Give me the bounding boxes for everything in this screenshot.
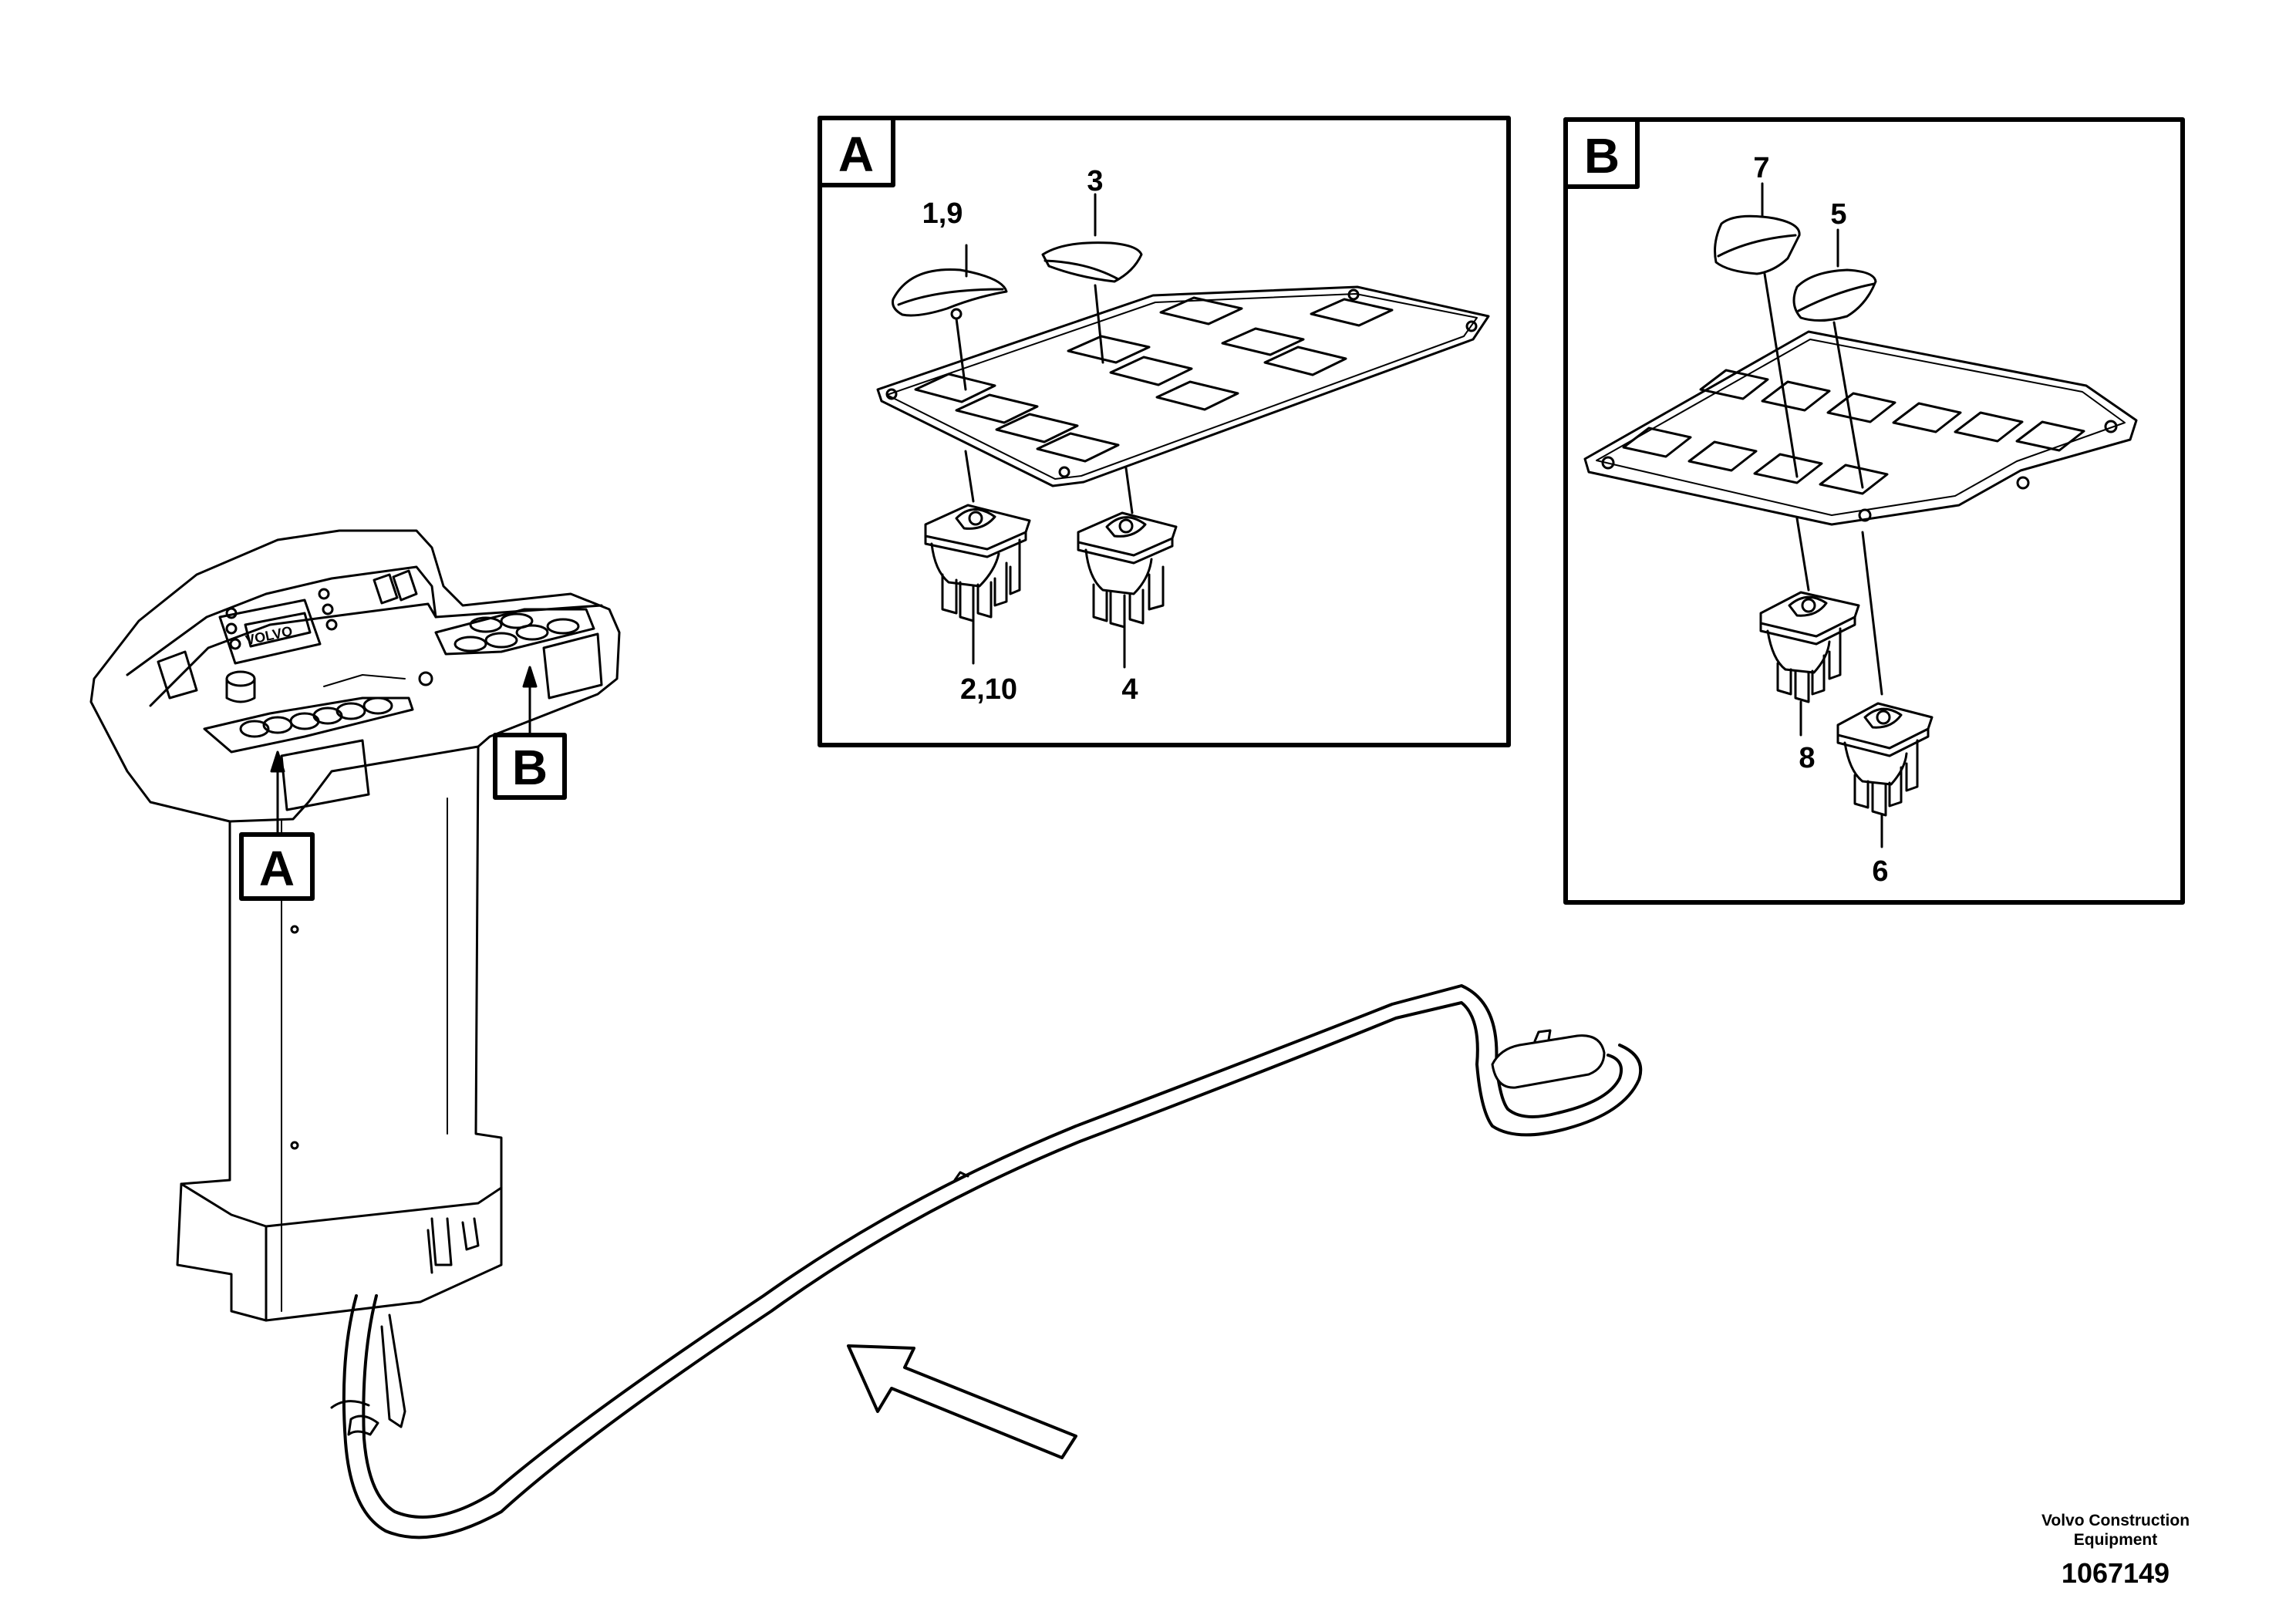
callout-6: 6 bbox=[1872, 855, 1888, 888]
detail-b-letter: B bbox=[1584, 128, 1620, 184]
callout-8: 8 bbox=[1799, 742, 1815, 774]
svg-text:A: A bbox=[259, 841, 295, 896]
console-marker-a: A bbox=[239, 750, 315, 901]
control-console: VOLVO bbox=[89, 529, 621, 1322]
svg-text:B: B bbox=[512, 740, 548, 795]
company-name-line2: Equipment bbox=[2074, 1531, 2158, 1549]
detail-a-panel: A bbox=[818, 116, 1511, 747]
company-name-line1: Volvo Construction bbox=[2041, 1512, 2190, 1529]
callout-1-9: 1,9 bbox=[922, 197, 963, 230]
callout-5: 5 bbox=[1830, 198, 1846, 231]
detail-a-letter: A bbox=[838, 126, 874, 182]
callout-7: 7 bbox=[1753, 152, 1769, 184]
detail-b-panel: B bbox=[1563, 117, 2185, 905]
console-marker-b: B bbox=[493, 666, 567, 800]
footer-block: Volvo Construction Equipment 1067149 bbox=[2041, 1512, 2190, 1589]
rocker-switch-6 bbox=[1836, 702, 1934, 848]
switch-plate-a bbox=[876, 285, 1490, 487]
rocker-switch-4 bbox=[1077, 511, 1178, 669]
rocker-cap-1-9 bbox=[892, 268, 1008, 320]
callout-2-10: 2,10 bbox=[960, 673, 1017, 706]
drawing-number: 1067149 bbox=[2062, 1557, 2170, 1589]
cable-harness bbox=[330, 984, 1643, 1539]
callout-4: 4 bbox=[1121, 673, 1138, 706]
callout-3: 3 bbox=[1087, 165, 1103, 197]
rocker-switch-8 bbox=[1759, 591, 1860, 737]
view-direction-arrow bbox=[847, 1344, 1077, 1459]
rocker-cap-5 bbox=[1792, 268, 1877, 322]
switch-plate-b bbox=[1583, 330, 2138, 526]
rocker-cap-3 bbox=[1041, 241, 1143, 283]
rocker-switch-2-10 bbox=[924, 504, 1031, 665]
rocker-cap-7 bbox=[1714, 214, 1801, 275]
